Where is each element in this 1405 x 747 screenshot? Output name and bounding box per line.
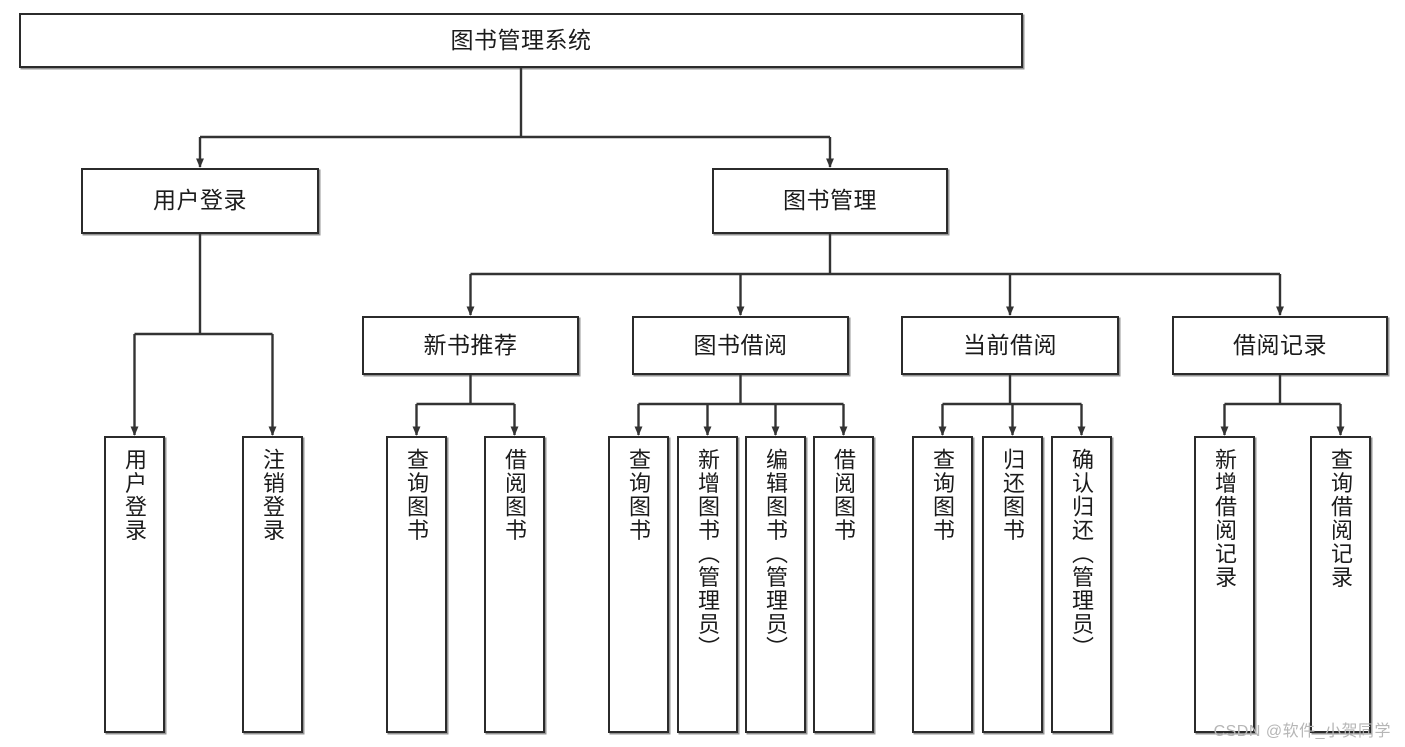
node-label: 查询图书 [930,448,956,542]
node-label: 用户登录 [153,187,247,214]
node-label: 归还图书 [1000,448,1026,542]
node-leaf-add-book[interactable]: 新增图书（管理员） [677,436,738,733]
node-label: 编辑图书（管理员） [763,448,789,660]
node-leaf-return-book[interactable]: 归还图书 [982,436,1043,733]
node-borrow-record[interactable]: 借阅记录 [1172,316,1388,375]
node-label: 当前借阅 [963,331,1057,358]
node-root[interactable]: 图书管理系统 [19,13,1023,68]
node-label: 新增借阅记录 [1212,448,1238,589]
node-leaf-borrow-book-2[interactable]: 借阅图书 [813,436,874,733]
node-label: 确认归还（管理员） [1069,448,1095,660]
node-leaf-confirm-return[interactable]: 确认归还（管理员） [1051,436,1112,733]
node-label: 查询借阅记录 [1328,448,1354,589]
node-label: 图书管理 [783,187,877,214]
node-label: 图书管理系统 [450,26,592,53]
csdn-watermark: CSDN @软件_小贺同学 [1213,723,1391,740]
node-label: 借阅图书 [831,448,857,542]
node-book-manage[interactable]: 图书管理 [712,168,948,234]
node-label: 查询图书 [626,448,652,542]
node-leaf-query-record[interactable]: 查询借阅记录 [1310,436,1371,733]
node-current-borrow[interactable]: 当前借阅 [901,316,1119,375]
connector-lines [130,68,1345,436]
node-leaf-query-book-1[interactable]: 查询图书 [386,436,447,733]
node-label: 借阅图书 [502,448,528,542]
node-new-book-rec[interactable]: 新书推荐 [362,316,579,375]
node-leaf-query-book-3[interactable]: 查询图书 [912,436,973,733]
node-leaf-edit-book[interactable]: 编辑图书（管理员） [745,436,806,733]
node-label: 图书借阅 [693,331,788,358]
node-label: 借阅记录 [1233,331,1327,358]
node-leaf-user-login[interactable]: 用户登录 [104,436,165,733]
node-user-login[interactable]: 用户登录 [81,168,319,234]
node-leaf-borrow-book-1[interactable]: 借阅图书 [484,436,545,733]
node-leaf-query-book-2[interactable]: 查询图书 [608,436,669,733]
node-label: 查询图书 [404,448,430,542]
node-label: 注销登录 [260,448,286,542]
node-leaf-logout[interactable]: 注销登录 [242,436,303,733]
node-label: 新增图书（管理员） [695,448,721,660]
node-book-borrow[interactable]: 图书借阅 [632,316,849,375]
node-label: 新书推荐 [423,331,518,358]
node-label: 用户登录 [122,448,148,542]
node-leaf-add-record[interactable]: 新增借阅记录 [1194,436,1255,733]
